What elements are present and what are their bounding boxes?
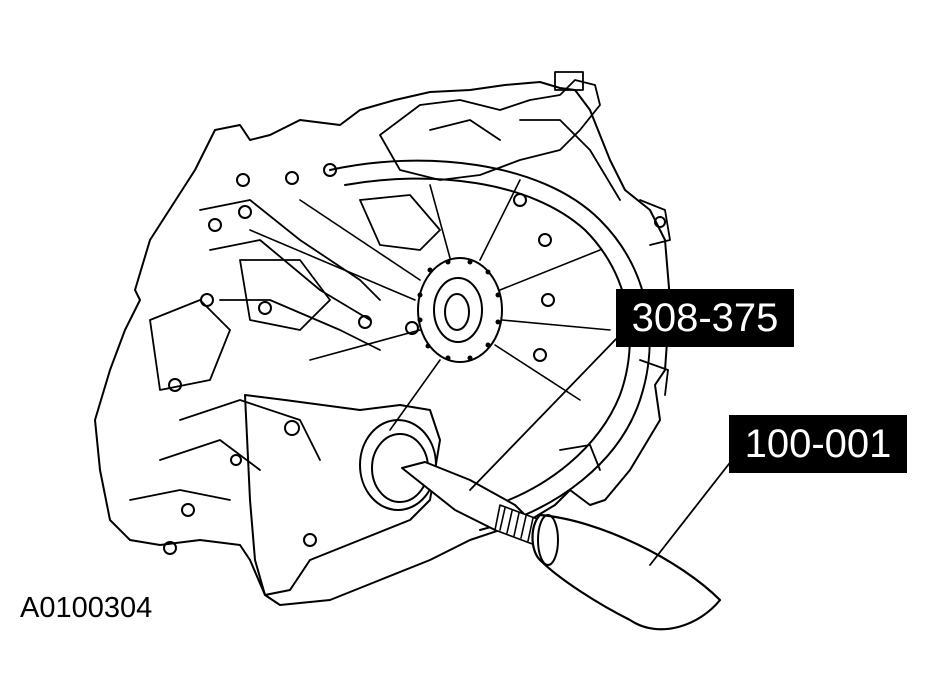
housing-outline: [94, 81, 671, 606]
input-shaft-hub: [417, 257, 503, 363]
slide-hammer-handle-100-001: [531, 513, 722, 631]
handle-collar: [537, 514, 559, 566]
hub-bolts: [417, 259, 501, 361]
axle-seal-bore-outer: [359, 419, 437, 511]
leader-308-375: [469, 337, 618, 491]
bell-housing-rim: [329, 159, 651, 531]
thread-section: [494, 504, 541, 546]
callout-100-001: 100-001: [729, 415, 907, 473]
housing-ribs: [249, 179, 611, 431]
leader-100-001: [649, 459, 733, 566]
input-shaft-bore: [444, 293, 470, 331]
input-shaft-inner: [433, 277, 483, 343]
left-bracing: [129, 199, 381, 501]
figure-id-code: A0100304: [20, 592, 153, 624]
valve-body-top: [359, 71, 621, 251]
flange-tabs: [559, 199, 671, 471]
differential-bracket: [244, 394, 441, 596]
housing-bolts: [163, 163, 666, 555]
callout-308-375: 308-375: [616, 289, 794, 347]
